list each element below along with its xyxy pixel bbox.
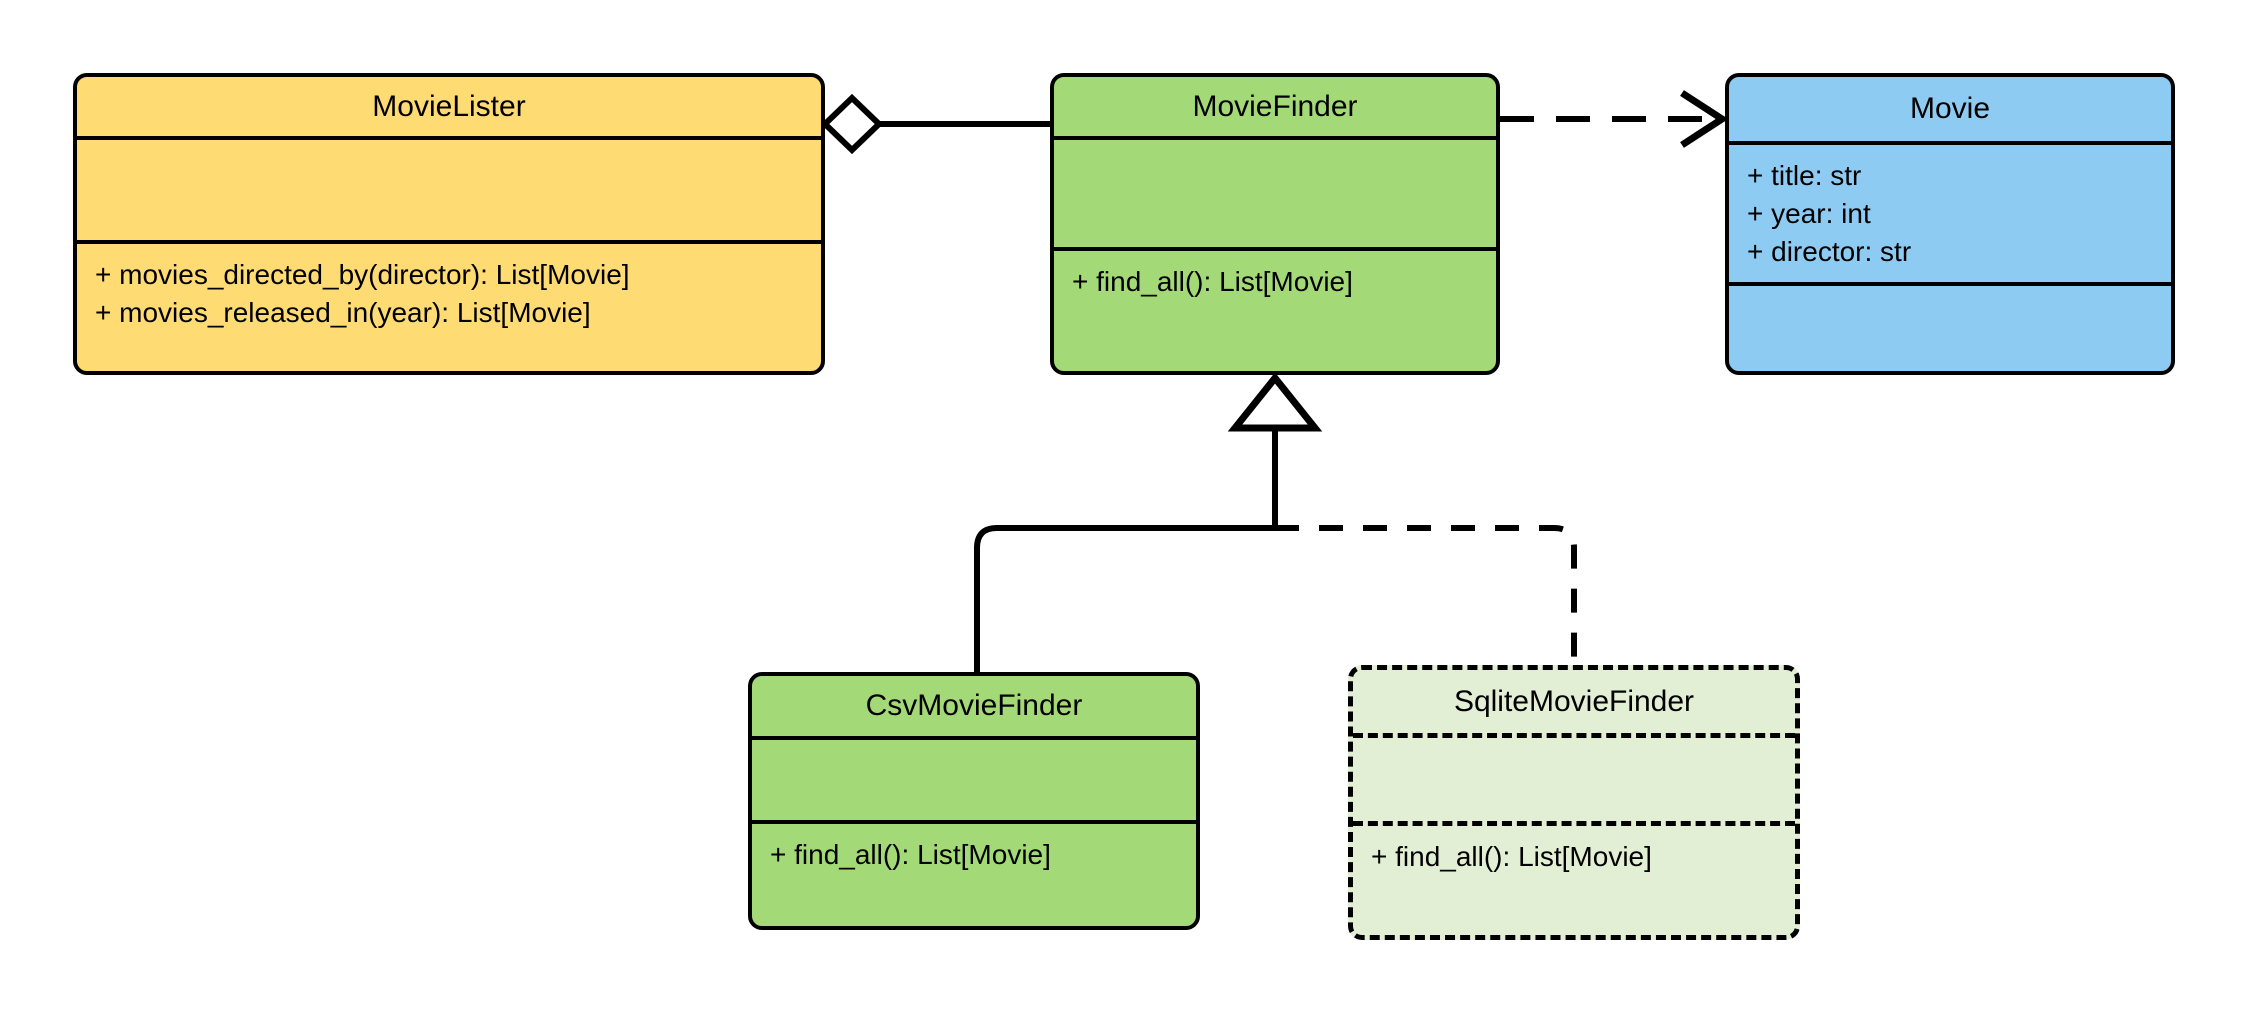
attribute-item: + year: int — [1747, 197, 1871, 229]
operation-item: + movies_released_in(year): List[Movie] — [95, 296, 591, 328]
class-attributes-moviefinder — [1054, 140, 1496, 251]
class-name-sqlitemoviefinder: SqliteMovieFinder — [1353, 670, 1795, 738]
class-name-csvmoviefinder: CsvMovieFinder — [752, 676, 1196, 740]
operation-item: + find_all(): List[Movie] — [770, 839, 1051, 870]
class-operations-movielister: + movies_directed_by(director): List[Mov… — [77, 244, 821, 371]
hollow-triangle-icon — [1227, 372, 1323, 432]
operation-item: + find_all(): List[Movie] — [1072, 266, 1353, 297]
class-attributes-sqlitemoviefinder — [1353, 738, 1795, 826]
class-box-movielister[interactable]: MovieLister + movies_directed_by(directo… — [73, 73, 825, 375]
class-operations-moviefinder: + find_all(): List[Movie] — [1054, 251, 1496, 371]
class-operations-csvmoviefinder: + find_all(): List[Movie] — [752, 824, 1196, 926]
aggregation-lister-finder-connector — [820, 93, 1050, 155]
attribute-item: + director: str — [1747, 235, 1912, 267]
class-attributes-csvmoviefinder — [752, 740, 1196, 824]
class-attributes-movielister — [77, 140, 821, 244]
class-name-movielister: MovieLister — [77, 77, 821, 140]
generalization-sqlite-branch — [1275, 525, 1577, 665]
class-box-moviefinder[interactable]: MovieFinder + find_all(): List[Movie] — [1050, 73, 1500, 375]
class-name-movie: Movie — [1729, 77, 2171, 145]
open-arrow-icon — [1680, 90, 1729, 148]
class-box-csvmoviefinder[interactable]: CsvMovieFinder + find_all(): List[Movie] — [748, 672, 1200, 930]
class-box-movie[interactable]: Movie + title: str + year: int + directo… — [1725, 73, 2175, 375]
hollow-diamond-icon — [820, 93, 884, 155]
generalization-csv-branch — [974, 525, 1275, 672]
class-name-moviefinder: MovieFinder — [1054, 77, 1496, 140]
class-operations-movie — [1729, 286, 2171, 371]
attribute-item: + title: str — [1747, 160, 1862, 191]
class-box-sqlitemoviefinder[interactable]: SqliteMovieFinder + find_all(): List[Mov… — [1348, 665, 1800, 940]
class-operations-sqlitemoviefinder: + find_all(): List[Movie] — [1353, 826, 1795, 935]
operation-item: + find_all(): List[Movie] — [1371, 841, 1652, 872]
class-attributes-movie: + title: str + year: int + director: str — [1729, 145, 2171, 286]
generalization-trunk — [1227, 372, 1323, 528]
operation-item: + movies_directed_by(director): List[Mov… — [95, 259, 630, 290]
dependency-finder-movie-connector — [1500, 90, 1729, 148]
